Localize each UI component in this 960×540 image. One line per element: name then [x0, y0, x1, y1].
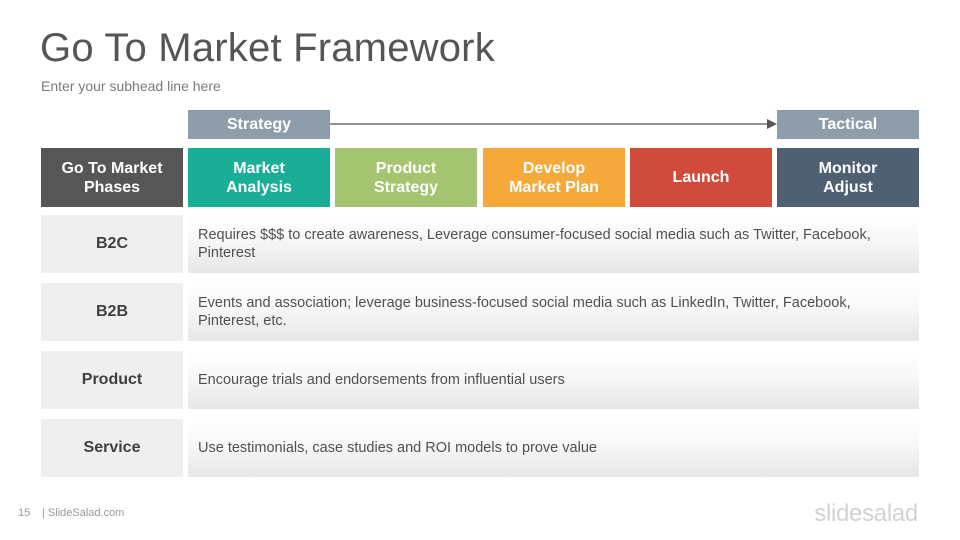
- phase-header-go-to-market: Go To Market Phases: [41, 148, 183, 207]
- page-subhead: Enter your subhead line here: [41, 78, 221, 94]
- tactical-tag: Tactical: [777, 110, 919, 139]
- phase-label: Monitor Adjust: [818, 159, 878, 196]
- row-text: Use testimonials, case studies and ROI m…: [198, 440, 597, 456]
- slidesalad-logo: slidesalad: [814, 500, 918, 527]
- row-label-product: Product: [41, 351, 183, 409]
- phase-monitor-adjust: Monitor Adjust: [777, 148, 919, 207]
- phase-label: Launch: [672, 169, 730, 186]
- row-desc-b2c: Requires $$$ to create awareness, Levera…: [188, 215, 919, 273]
- phase-develop-market-plan: Develop Market Plan: [483, 148, 625, 207]
- phase-product-strategy: Product Strategy: [335, 148, 477, 207]
- phase-launch: Launch: [630, 148, 772, 207]
- phase-label: Product Strategy: [373, 159, 439, 196]
- page-number: 15: [18, 507, 31, 519]
- strategy-tag: Strategy: [188, 110, 330, 139]
- row-text: Requires $$$ to create awareness, Levera…: [198, 227, 871, 261]
- row-desc-b2b: Events and association; leverage busines…: [188, 283, 919, 341]
- row-desc-product: Encourage trials and endorsements from i…: [188, 351, 919, 409]
- footer-site-link[interactable]: | SlideSalad.com: [42, 507, 125, 519]
- row-text: Encourage trials and endorsements from i…: [198, 372, 565, 388]
- page-title: Go To Market Framework: [40, 26, 495, 70]
- phase-market-analysis: Market Analysis: [188, 148, 330, 207]
- row-text: Events and association; leverage busines…: [198, 295, 851, 329]
- row-label-b2b: B2B: [41, 283, 183, 341]
- row-desc-service: Use testimonials, case studies and ROI m…: [188, 419, 919, 477]
- phase-label: Go To Market Phases: [61, 159, 163, 196]
- row-label-b2c: B2C: [41, 215, 183, 273]
- timeline-arrow-icon: [330, 119, 777, 129]
- row-label-service: Service: [41, 419, 183, 477]
- phase-label: Develop Market Plan: [509, 159, 599, 196]
- phase-label: Market Analysis: [226, 159, 292, 196]
